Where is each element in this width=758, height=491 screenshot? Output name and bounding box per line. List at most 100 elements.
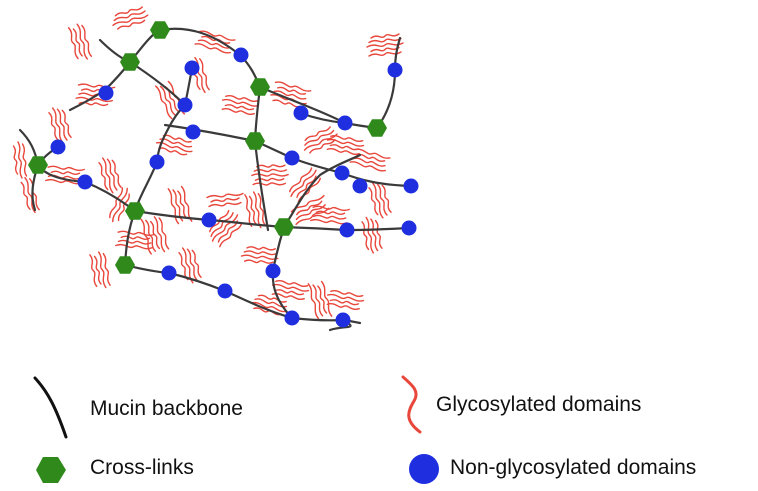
glycan-cluster bbox=[221, 94, 260, 116]
glycan-strand bbox=[257, 192, 266, 226]
non-glycosylated-domain bbox=[98, 85, 114, 101]
glycan-cluster bbox=[12, 141, 28, 179]
glycan-strand bbox=[112, 187, 128, 223]
glycan-strand bbox=[246, 246, 277, 251]
glycan-strand bbox=[330, 289, 364, 297]
glycan-strand bbox=[154, 85, 173, 120]
glycan-strand bbox=[288, 167, 313, 193]
glycan-strand bbox=[296, 175, 317, 198]
glycan-cluster bbox=[303, 126, 338, 154]
glycan-strand bbox=[274, 81, 312, 92]
glycan-cluster bbox=[288, 167, 322, 203]
non-glycosylated-domain bbox=[77, 174, 93, 190]
non-glycosylated-domain bbox=[293, 105, 309, 121]
glycan-strand bbox=[117, 239, 152, 245]
glycan-strand bbox=[159, 138, 193, 148]
legend-glycosylated-label: Glycosylated domains bbox=[436, 393, 642, 416]
glycan-strand bbox=[50, 170, 81, 175]
glycan-strand bbox=[172, 189, 184, 222]
mucin-backbone-strand bbox=[98, 27, 402, 130]
glycan-strand bbox=[113, 10, 146, 22]
glycan-strand bbox=[376, 183, 388, 216]
glycan-strand bbox=[370, 46, 400, 53]
glycan-cluster bbox=[112, 6, 149, 30]
glycan-strand bbox=[326, 148, 360, 156]
glycan-strand bbox=[20, 181, 31, 210]
glycan-cluster bbox=[206, 192, 244, 208]
cross-link bbox=[120, 53, 140, 71]
non-glycosylated-domain bbox=[233, 47, 249, 63]
non-glycosylated-domain bbox=[387, 62, 403, 78]
glycan-strand bbox=[158, 147, 188, 156]
glycan-strand bbox=[295, 204, 326, 221]
glycan-cluster bbox=[307, 280, 333, 320]
glycan-strand bbox=[181, 247, 194, 284]
mucin-backbone-strand bbox=[223, 289, 362, 325]
glycan-strand bbox=[178, 252, 189, 281]
non-glycosylated-domain bbox=[284, 310, 300, 326]
glycan-strand bbox=[140, 218, 152, 255]
glycan-strand bbox=[271, 283, 310, 292]
glycan-strand bbox=[210, 212, 234, 238]
glycan-strand bbox=[303, 133, 338, 151]
glycan-strand bbox=[330, 134, 364, 142]
glycan-strand bbox=[67, 27, 79, 60]
legend-mucin-backbone-label: Mucin backbone bbox=[90, 397, 243, 420]
glycan-strand bbox=[102, 252, 111, 286]
glycan-cluster bbox=[67, 23, 93, 60]
glycan-strand bbox=[368, 51, 402, 57]
non-glycosylated-domain bbox=[149, 154, 165, 170]
cross-link bbox=[28, 156, 48, 174]
legend-nonglycosylated-label: Non-glycosylated domains bbox=[450, 456, 697, 479]
glycan-strand bbox=[162, 134, 192, 143]
glycan-strand bbox=[89, 254, 98, 288]
glycan-cluster bbox=[140, 216, 170, 255]
glycan-strand bbox=[329, 144, 360, 151]
cross-links bbox=[28, 21, 387, 274]
glycan-strand bbox=[349, 161, 386, 172]
glycan-strand bbox=[381, 184, 392, 213]
cross-link bbox=[250, 78, 270, 96]
glycan-cluster bbox=[310, 205, 350, 225]
glycan-strand bbox=[356, 153, 386, 162]
glycan-cluster bbox=[115, 230, 155, 250]
glycan-strand bbox=[186, 248, 198, 281]
non-glycosylated-domain bbox=[335, 312, 351, 328]
glycan-strand bbox=[98, 162, 109, 191]
glycan-strand bbox=[191, 249, 202, 278]
mucin-backbone-strand bbox=[282, 153, 362, 229]
non-glycosylated-domain bbox=[403, 178, 419, 194]
glycan-strand bbox=[101, 157, 114, 194]
glycan-strand bbox=[371, 182, 384, 219]
glycan-strand bbox=[210, 197, 240, 203]
glycan-cluster bbox=[109, 187, 130, 223]
glycan-cluster bbox=[20, 176, 40, 214]
glycan-cluster bbox=[326, 134, 365, 156]
glycan-strand bbox=[326, 303, 360, 311]
glycan-strand bbox=[48, 112, 59, 141]
non-glycosylated-domain bbox=[185, 124, 201, 140]
glycan-strand bbox=[275, 279, 309, 287]
legend-nonglycosylated-icon bbox=[409, 454, 439, 484]
non-glycosylated-domain bbox=[339, 222, 355, 238]
glycan-strand bbox=[115, 243, 153, 250]
glycan-strand bbox=[315, 210, 346, 215]
glycan-strand bbox=[51, 107, 64, 144]
glycan-cluster bbox=[271, 279, 310, 301]
glycan-strand bbox=[310, 218, 348, 225]
glycan-strand bbox=[274, 289, 305, 296]
glycan-strand bbox=[12, 145, 19, 175]
mucin-backbone-strand bbox=[123, 209, 227, 293]
glycan-strand bbox=[180, 185, 193, 222]
glycan-strand bbox=[255, 164, 286, 168]
glycan-strand bbox=[117, 193, 130, 222]
glycan-strand bbox=[61, 109, 72, 138]
non-glycosylated-domain bbox=[161, 265, 177, 281]
glycan-strand bbox=[117, 230, 155, 237]
glycan-strand bbox=[290, 194, 325, 213]
glycan-strand bbox=[198, 58, 210, 91]
glycan-strand bbox=[244, 194, 253, 228]
non-glycosylated-domain bbox=[284, 150, 300, 166]
glycan-strand bbox=[111, 159, 122, 188]
glycan-strand bbox=[290, 169, 317, 198]
